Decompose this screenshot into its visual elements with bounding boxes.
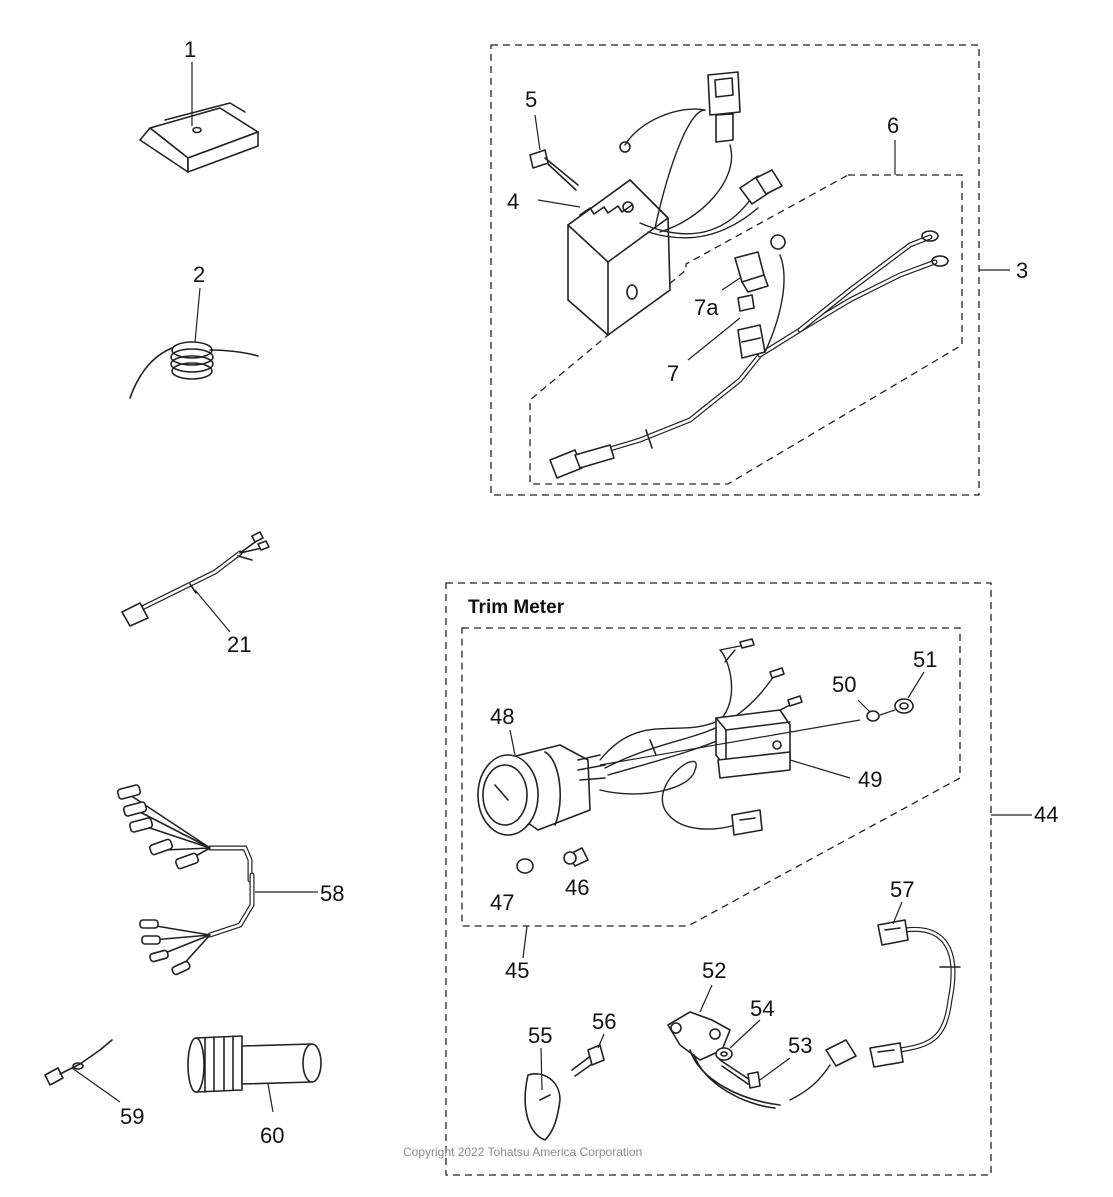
- callout-labels: 1 2 3 4 5 6 7 7a 21 44 45 46 47 48 49 50…: [120, 37, 1058, 1148]
- part-49-bracket: [599, 709, 861, 779]
- label-58: 58: [320, 881, 344, 906]
- label-6: 6: [887, 113, 899, 138]
- part-6-harness: [549, 140, 949, 479]
- regulator-harness-wires: [619, 71, 783, 239]
- part-21-harness: [121, 531, 270, 633]
- part-2-coil: [129, 287, 259, 399]
- label-54: 54: [750, 996, 774, 1021]
- part-59-lead: [44, 1039, 121, 1103]
- label-55: 55: [528, 1023, 552, 1048]
- label-57: 57: [890, 877, 914, 902]
- label-45: 45: [505, 958, 529, 983]
- label-60: 60: [260, 1123, 284, 1148]
- part-58-harness: [116, 784, 318, 976]
- part-48-trim-gauge: [477, 729, 606, 836]
- leader-45: [522, 925, 528, 959]
- part-53-screw: [719, 1057, 791, 1089]
- part-50-washer: [857, 699, 880, 722]
- part-56-screw: [571, 1033, 605, 1077]
- part-7a-fuse-holder: [721, 251, 769, 293]
- label-4: 4: [507, 189, 519, 214]
- part-55-clip: [524, 1047, 561, 1141]
- part-46-bulb: [563, 847, 589, 867]
- label-52: 52: [702, 958, 726, 983]
- part-4-regulator: [537, 179, 671, 336]
- part-51-nut: [879, 671, 925, 716]
- label-53: 53: [788, 1033, 812, 1058]
- part-52-sensor: [667, 984, 857, 1109]
- part-1-pouch: [139, 62, 259, 173]
- group-title-trim-meter: Trim Meter: [468, 597, 565, 618]
- part-60-grommet: [187, 1035, 322, 1113]
- group-box-45: [461, 627, 961, 927]
- label-3: 3: [1016, 258, 1028, 283]
- label-51: 51: [913, 647, 937, 672]
- label-50: 50: [832, 672, 856, 697]
- label-59: 59: [120, 1104, 144, 1129]
- part-57-harness: [869, 901, 961, 1068]
- label-7a: 7a: [694, 295, 719, 320]
- group-box-6: [529, 174, 963, 485]
- group-box-3: [490, 44, 1010, 496]
- label-56: 56: [592, 1009, 616, 1034]
- copyright-notice: Copyright 2022 Tohatsu America Corporati…: [403, 1145, 642, 1159]
- part-54-washer: [715, 1019, 761, 1061]
- label-48: 48: [490, 704, 514, 729]
- part-47-cap: [516, 858, 534, 874]
- label-1: 1: [184, 37, 196, 62]
- label-5: 5: [525, 87, 537, 112]
- label-2: 2: [193, 262, 205, 287]
- label-21: 21: [227, 632, 251, 657]
- label-7: 7: [667, 361, 679, 386]
- part-5-bolt: [529, 114, 579, 191]
- part-7-fuse: [687, 294, 755, 361]
- group-box-44: [445, 582, 1032, 1176]
- label-44: 44: [1034, 802, 1058, 827]
- label-46: 46: [565, 875, 589, 900]
- label-47: 47: [490, 890, 514, 915]
- label-49: 49: [858, 767, 882, 792]
